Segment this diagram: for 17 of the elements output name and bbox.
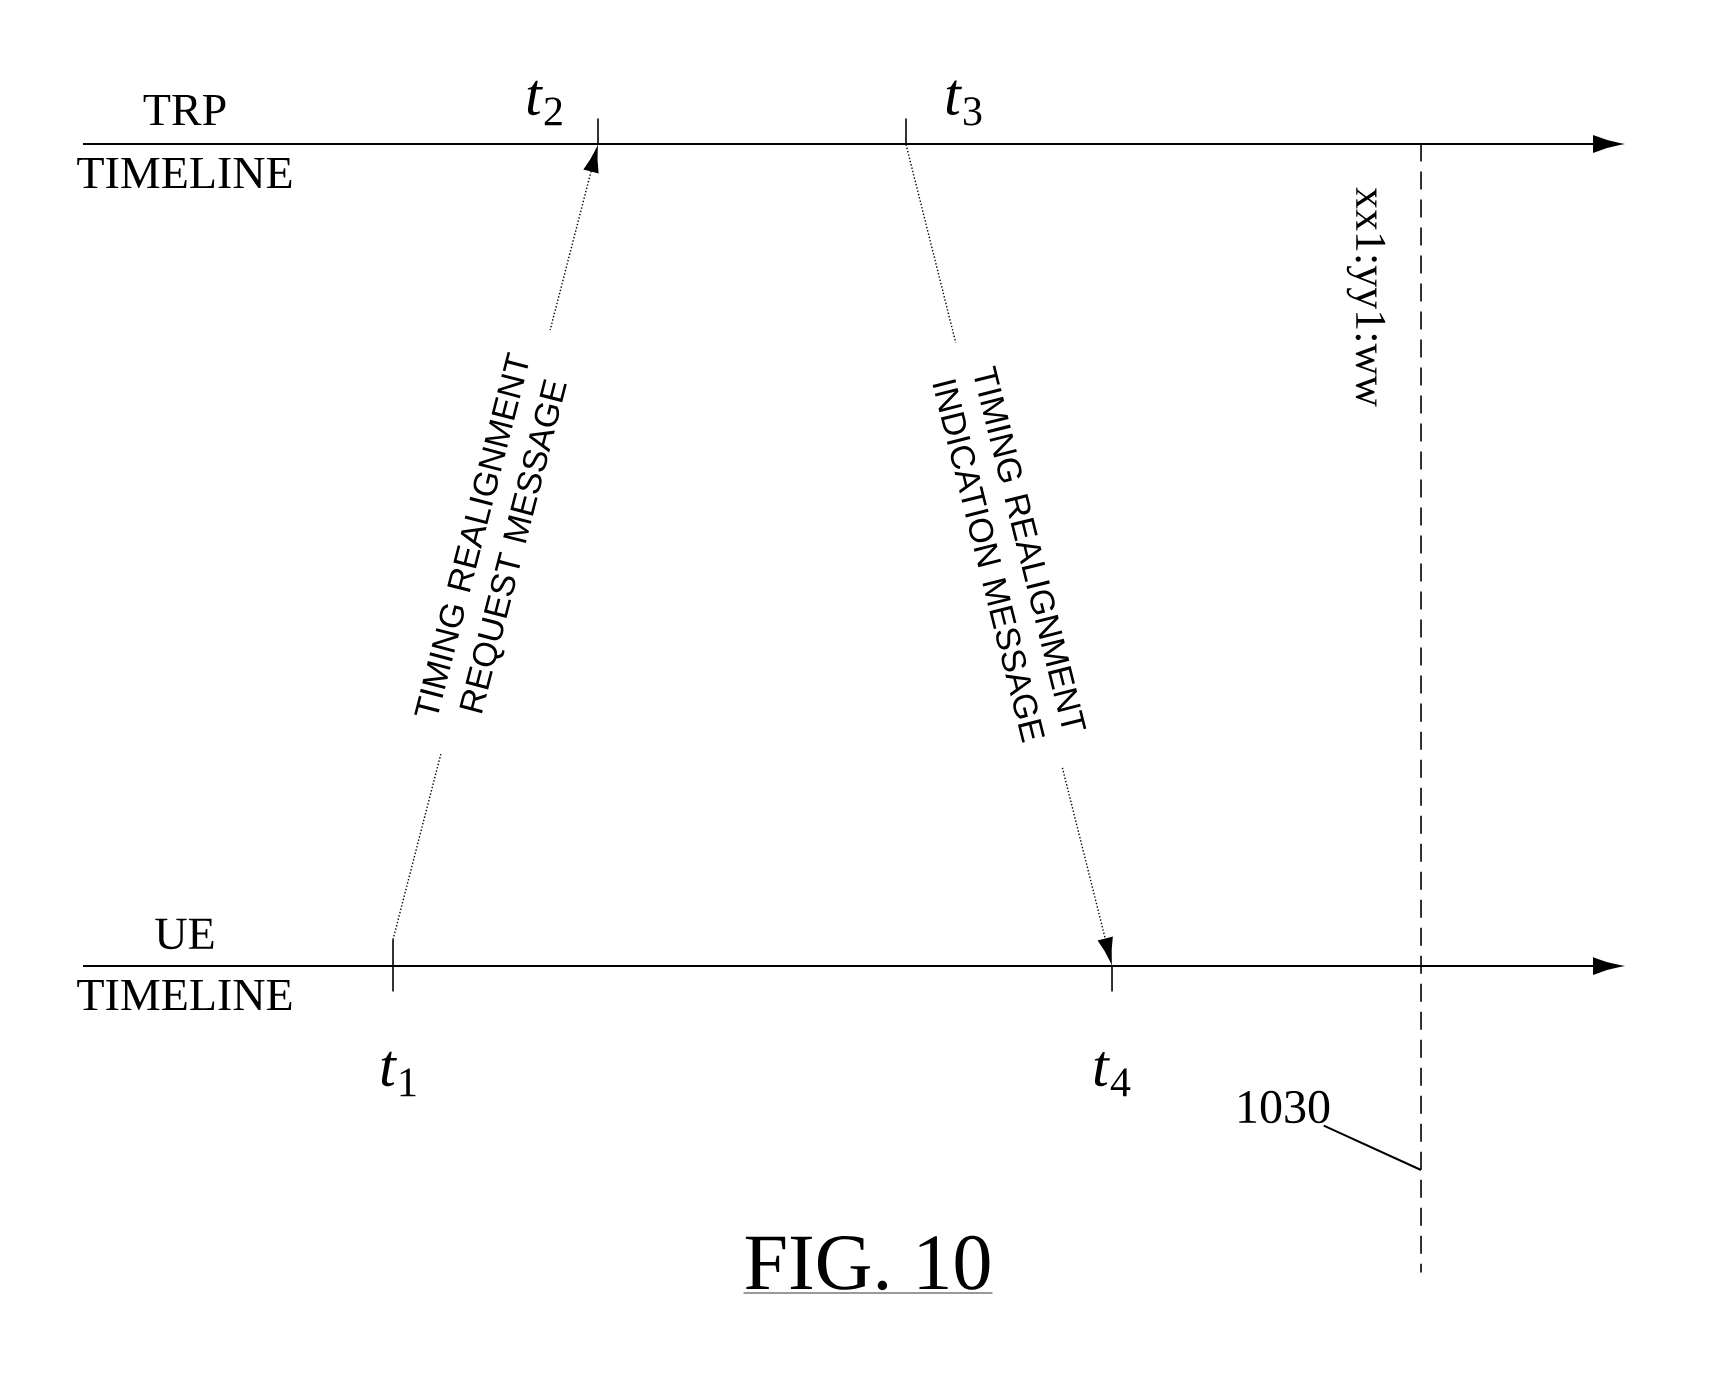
time-label: t$_{2}$ — [527, 80, 562, 126]
tick-mark — [1111, 964, 1113, 993]
time-label: t$_{3}$ — [946, 80, 982, 126]
reference-number: 1030 — [1239, 1090, 1330, 1124]
timeline-label: TIMELINE — [77, 157, 292, 189]
dashed-line — [1420, 142, 1422, 1274]
tick-mark — [597, 117, 599, 146]
time-label: t$_{1}$ — [381, 1051, 416, 1097]
time-label: t$_{4}$ — [1094, 1051, 1131, 1097]
figure-caption: FIG. 10 — [743, 1235, 993, 1294]
timeline-label: TIMELINE — [77, 979, 292, 1011]
time-format-label: xx1:yy1:ww — [1346, 187, 1386, 407]
tick-mark — [392, 938, 394, 993]
tick-mark — [905, 117, 907, 146]
timeline-label: UE — [155, 918, 214, 950]
timeline-label: TRP — [143, 94, 226, 126]
leader-line — [1322, 1124, 1423, 1172]
